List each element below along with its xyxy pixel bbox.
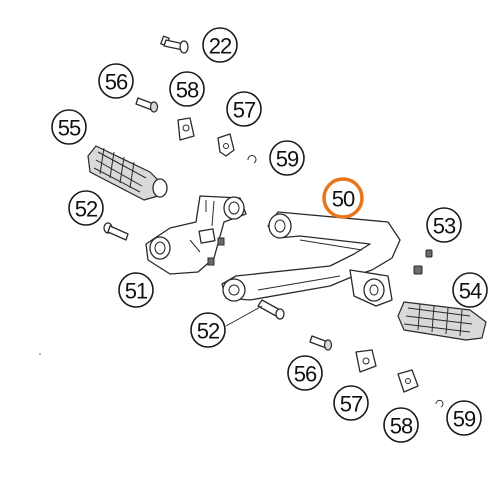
- callout-52-left-label: 52: [75, 197, 98, 222]
- callout-56-lower-label: 56: [294, 362, 317, 387]
- part-plate-57-lower: [355, 349, 377, 373]
- callout-57-lower-label: 57: [340, 392, 363, 417]
- callout-58-upper-label: 58: [176, 78, 199, 103]
- callout-58-lower-label: 58: [390, 414, 413, 439]
- part-bracket-57-upper: [217, 133, 235, 157]
- part-clip-59-lower: [435, 399, 444, 408]
- part-bolt-56-upper: [135, 97, 159, 113]
- callout-59-lower[interactable]: 59: [446, 400, 482, 436]
- callout-52-left[interactable]: 52: [68, 190, 104, 226]
- part-bracket-58-lower: [397, 369, 419, 393]
- callout-55-label: 55: [58, 116, 81, 141]
- callout-53[interactable]: 53: [426, 207, 462, 243]
- callout-50-label: 50: [332, 187, 355, 212]
- callout-52-center-label: 52: [197, 319, 220, 344]
- part-clip-59-upper: [247, 155, 257, 164]
- callout-50-highlighted[interactable]: 50: [322, 177, 364, 219]
- callout-53-label: 53: [433, 214, 456, 239]
- callout-56-upper-label: 56: [105, 70, 128, 95]
- callout-56-lower[interactable]: 56: [287, 355, 323, 391]
- callout-57-upper[interactable]: 57: [226, 91, 262, 127]
- part-footrest-55: [87, 145, 168, 201]
- callout-54-label: 54: [459, 279, 482, 304]
- part-screw-22: [160, 35, 189, 54]
- callout-58-lower[interactable]: 58: [383, 407, 419, 443]
- part-bolt-52-center: [225, 299, 285, 327]
- callout-52-center[interactable]: 52: [190, 312, 226, 348]
- callout-55[interactable]: 55: [51, 109, 87, 145]
- part-bolt-52-left: [103, 222, 129, 241]
- callout-59-upper-label: 59: [276, 147, 299, 172]
- part-washer-53: [413, 249, 433, 275]
- part-footrest-arm-50: [221, 211, 401, 307]
- part-footrest-54: [397, 301, 487, 341]
- part-bolt-56-lower: [309, 335, 333, 351]
- stray-mark: [39, 353, 41, 355]
- callout-22[interactable]: 22: [202, 27, 238, 63]
- part-plate-58-upper: [177, 117, 195, 141]
- callout-22-label: 22: [209, 34, 232, 59]
- part-bracket-51: [145, 195, 247, 275]
- callout-54[interactable]: 54: [452, 272, 488, 308]
- callout-56-upper[interactable]: 56: [98, 63, 134, 99]
- callout-58-upper[interactable]: 58: [169, 71, 205, 107]
- callout-51[interactable]: 51: [118, 272, 154, 308]
- callout-59-lower-label: 59: [453, 407, 476, 432]
- callout-57-upper-label: 57: [233, 98, 256, 123]
- callout-59-upper[interactable]: 59: [269, 140, 305, 176]
- callout-51-label: 51: [125, 279, 148, 304]
- callout-57-lower[interactable]: 57: [333, 385, 369, 421]
- callout-50-highlight-ring: [322, 177, 364, 219]
